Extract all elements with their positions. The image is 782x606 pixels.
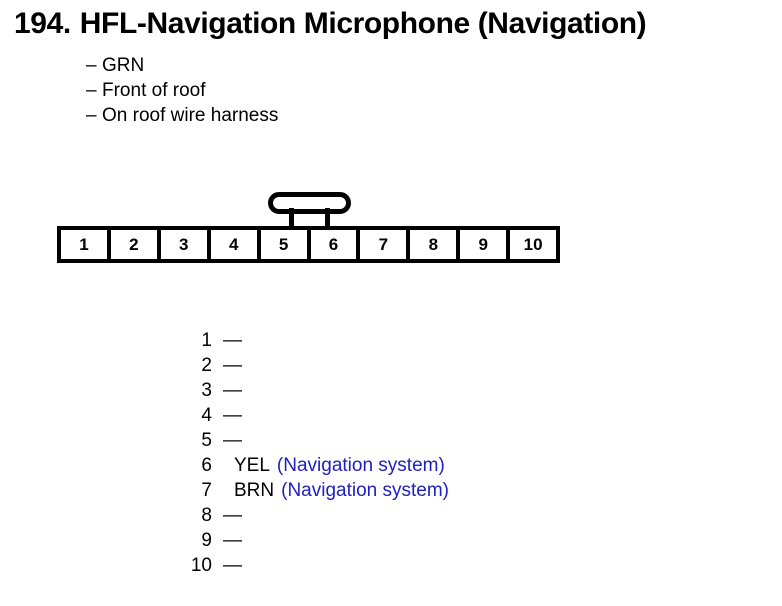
pin-assignment-row: 10 —: [150, 555, 449, 580]
pin-assignment-row: 2 —: [150, 355, 449, 380]
connector-pin-row: 1 2 3 4 5 6 7 8 9 10: [57, 226, 560, 263]
page-title-text: HFL-Navigation Microphone (Navigation): [79, 7, 647, 40]
connector-info-list: –GRN –Front of roof –On roof wire harnes…: [86, 53, 686, 128]
pin-number: 7: [201, 480, 212, 501]
connector-pin-6: 6: [310, 230, 357, 259]
pin-description: (Navigation system): [281, 480, 450, 501]
connector-pin-8: 8: [410, 230, 457, 259]
pin-number: 10: [190, 555, 212, 576]
pin-empty-dash: —: [223, 430, 242, 451]
pin-assignment-list: 1 — 2 — 3 — 4 — 5 — 6 YEL (Navigation sy…: [150, 330, 449, 580]
pin-empty-dash: —: [223, 505, 242, 526]
list-item-label: GRN: [102, 55, 145, 76]
connector-pin-4: 4: [210, 230, 257, 259]
pin-number: 3: [201, 380, 212, 401]
page-title-number: 194.: [14, 7, 71, 40]
list-item: –Front of roof: [86, 78, 686, 103]
pin-description: (Navigation system): [276, 455, 445, 476]
pin-empty-dash: —: [223, 380, 242, 401]
pin-number: 4: [201, 405, 212, 426]
connector-lock-tab-icon: [268, 192, 351, 214]
connector-lock-tab-stem-left: [289, 208, 294, 230]
pin-empty-dash: —: [223, 405, 242, 426]
pin-number: 2: [201, 355, 212, 376]
connector-pin-7: 7: [360, 230, 407, 259]
pin-number: 1: [201, 330, 212, 351]
pin-number: 6: [201, 455, 212, 476]
connector-pin-3: 3: [160, 230, 207, 259]
connector-pin-2: 2: [110, 230, 157, 259]
dash-icon: –: [86, 80, 97, 101]
list-item: –GRN: [86, 53, 686, 78]
page-title: 194.HFL-Navigation Microphone (Navigatio…: [14, 6, 778, 42]
connector-pin-9: 9: [460, 230, 507, 259]
pin-assignment-row: 9 —: [150, 530, 449, 555]
list-item: –On roof wire harness: [86, 103, 686, 128]
dash-icon: –: [86, 55, 97, 76]
pin-number: 5: [201, 430, 212, 451]
pin-assignment-row: 1 —: [150, 330, 449, 355]
pin-wire-color: BRN: [234, 480, 275, 501]
list-item-label: Front of roof: [102, 80, 206, 101]
pin-number: 8: [201, 505, 212, 526]
connector-lock-tab-stem-right: [325, 208, 330, 230]
pin-assignment-row: 3 —: [150, 380, 449, 405]
list-item-label: On roof wire harness: [102, 105, 279, 126]
connector-diagram: 1 2 3 4 5 6 7 8 9 10: [57, 192, 567, 268]
pin-wire-color: YEL: [234, 455, 270, 476]
pin-empty-dash: —: [223, 555, 242, 576]
pin-assignment-row: 5 —: [150, 430, 449, 455]
connector-pin-10: 10: [510, 230, 557, 259]
pin-assignment-row: 8 —: [150, 505, 449, 530]
dash-icon: –: [86, 105, 97, 126]
pin-assignment-row: 6 YEL (Navigation system): [150, 455, 449, 480]
connector-pin-5: 5: [260, 230, 307, 259]
pin-empty-dash: —: [223, 355, 242, 376]
connector-pin-1: 1: [61, 230, 107, 259]
pin-empty-dash: —: [223, 330, 242, 351]
pin-assignment-row: 4 —: [150, 405, 449, 430]
pin-assignment-row: 7 BRN (Navigation system): [150, 480, 449, 505]
pin-empty-dash: —: [223, 530, 242, 551]
pin-number: 9: [201, 530, 212, 551]
